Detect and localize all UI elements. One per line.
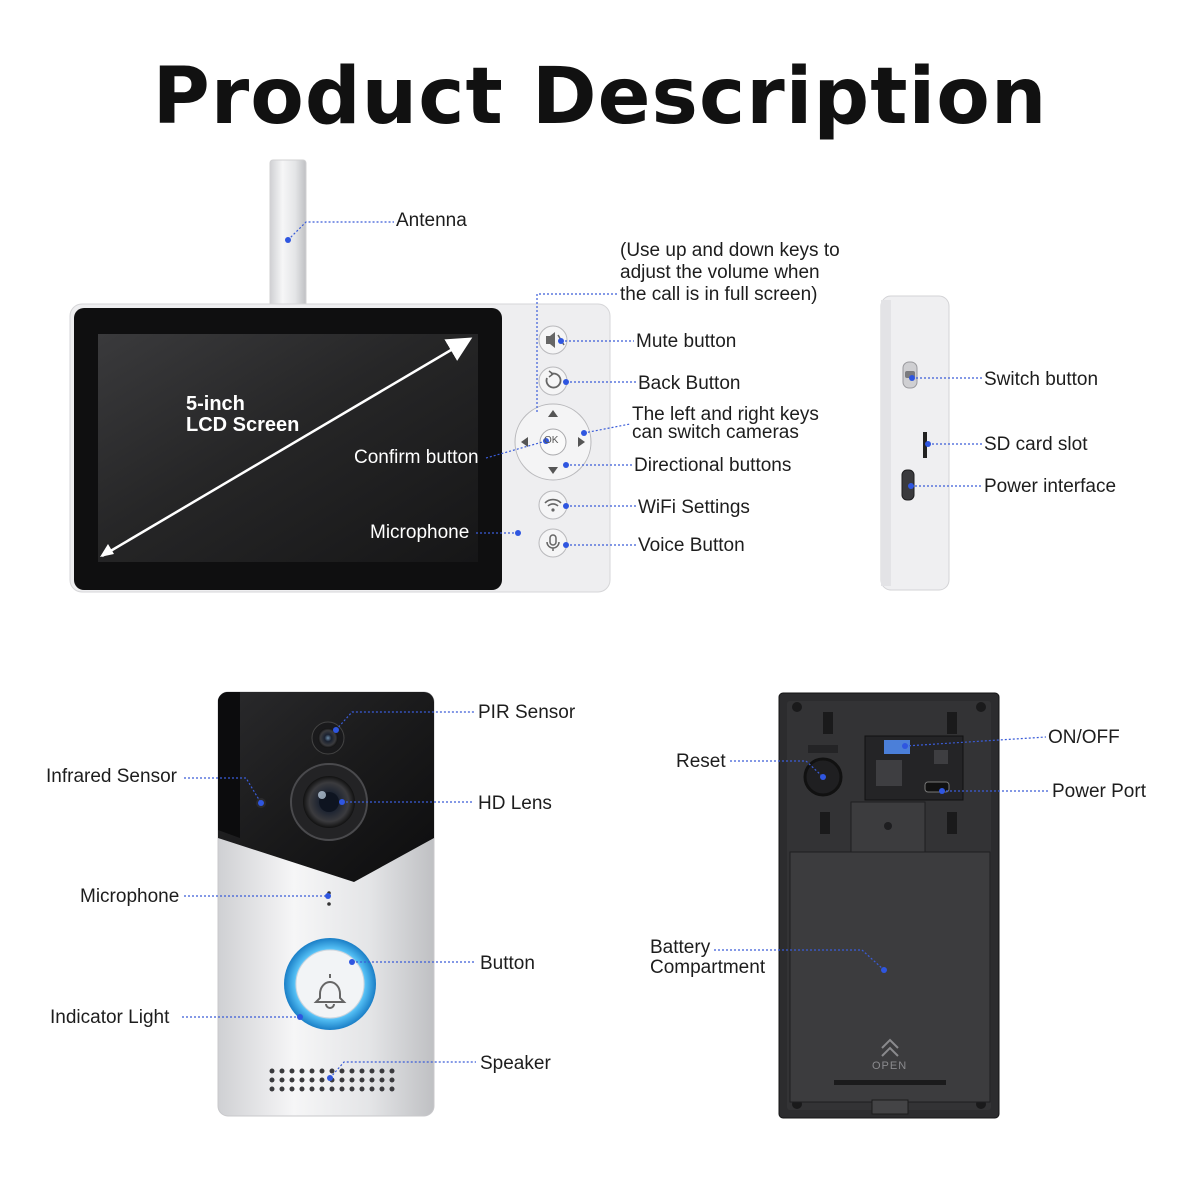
- voice-button-label: Voice Button: [638, 535, 745, 556]
- doorbell-button: [295, 949, 365, 1019]
- confirm-button-label: Confirm button: [354, 447, 479, 468]
- infrared-sensor-label: Infrared Sensor: [46, 766, 177, 787]
- power-interface-label: Power interface: [984, 476, 1117, 497]
- monitor-side: [880, 295, 950, 591]
- diagonal-arrow: [101, 337, 473, 558]
- doorbell-back-leaders: [714, 736, 1050, 973]
- monitor-leaders: [285, 221, 636, 548]
- monitor-side-body: [880, 295, 950, 591]
- speaker-label: Speaker: [480, 1053, 551, 1074]
- wifi-settings-label: WiFi Settings: [638, 497, 750, 518]
- battery-cover: [789, 851, 991, 1103]
- antenna-label: Antenna: [396, 210, 467, 231]
- doorbell-back: [778, 692, 1000, 1119]
- doorbell-microphone-label: Microphone: [80, 886, 180, 907]
- on-off-label: ON/OFF: [1048, 727, 1120, 748]
- sd-card-slot: [923, 432, 927, 458]
- ok-button-icon: [539, 428, 567, 456]
- open-label: OPEN: [872, 1060, 908, 1072]
- doorbell-front: [217, 691, 435, 1117]
- wifi-button-icon: [538, 490, 568, 520]
- mute-button-label: Mute button: [636, 331, 737, 352]
- switch-button-label: Switch button: [984, 369, 1099, 390]
- sd-card-slot-label: SD card slot: [984, 434, 1088, 455]
- doorbell-button-label: Button: [480, 953, 535, 974]
- ok-key-label: OK: [544, 435, 559, 446]
- back-button-label: Back Button: [638, 373, 741, 394]
- voice-button-icon: [538, 528, 568, 558]
- back-button-icon: [538, 366, 568, 396]
- speaker-grille: [269, 1068, 395, 1092]
- power-port: [924, 781, 950, 793]
- page-title: Product Description: [152, 52, 1048, 142]
- monitor-side-leaders: [908, 375, 982, 489]
- power-port-label: Power Port: [1052, 781, 1146, 802]
- lcd-screen-label: 5-inch LCD Screen: [186, 393, 300, 436]
- monitor-front: [69, 159, 611, 593]
- antenna: [269, 159, 307, 311]
- volume-note-label: (Use up and down keys to adjust the volu…: [620, 240, 840, 305]
- power-interface-port: [901, 469, 915, 501]
- monitor-microphone-label: Microphone: [370, 522, 470, 543]
- battery-compartment-label: Battery Compartment: [650, 937, 766, 978]
- left-right-keys-label: The left and right keys can switch camer…: [632, 404, 819, 443]
- hd-lens-label: HD Lens: [478, 793, 552, 814]
- pir-sensor-label: PIR Sensor: [478, 702, 576, 723]
- bell-icon: [313, 974, 347, 1003]
- directional-buttons-label: Directional buttons: [634, 455, 792, 476]
- reset-label: Reset: [676, 751, 726, 772]
- doorbell-front-leaders: [182, 711, 476, 1081]
- indicator-light-label: Indicator Light: [50, 1007, 170, 1028]
